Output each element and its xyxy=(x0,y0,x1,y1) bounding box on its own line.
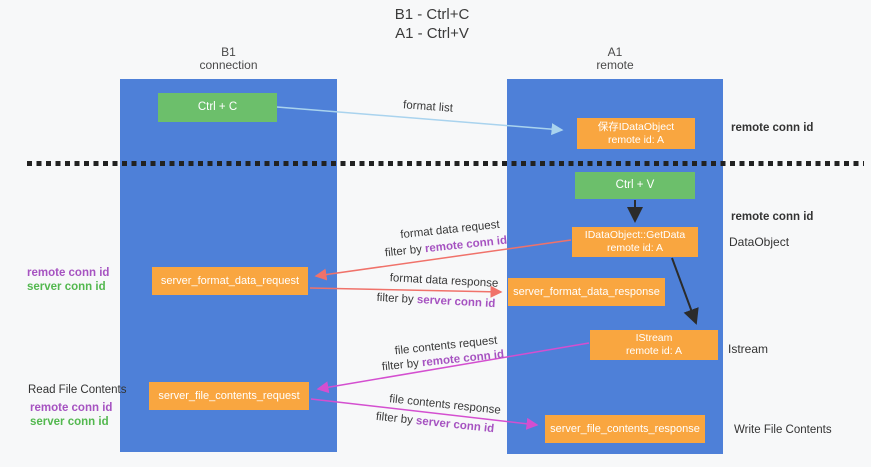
node-ctrl-v: Ctrl + V xyxy=(575,172,695,199)
label-fcres-filter-prefix: filter by xyxy=(375,410,417,427)
node-save-idataobject-line2: remote id: A xyxy=(607,133,665,146)
annotation-remote-conn-id-mid-text: remote conn id xyxy=(731,211,814,223)
node-getdata-line1: IDataObject::GetData xyxy=(584,229,686,241)
label-fdres-filter-key: server conn id xyxy=(416,294,496,311)
format-data-response-arrow xyxy=(309,285,503,298)
lane-b1-role: connection xyxy=(199,58,258,72)
node-istream-line2: remote id: A xyxy=(625,345,683,357)
annotation-write-file-contents-text: Write File Contents xyxy=(734,424,832,436)
node-istream: IStream remote id: A xyxy=(590,330,718,360)
title-line-2: A1 - Ctrl+V xyxy=(395,25,469,42)
node-idataobject-getdata: IDataObject::GetData remote id: A xyxy=(572,227,698,257)
node-save-idataobject-line1: 保存IDataObject xyxy=(597,120,675,133)
node-server-format-data-request: server_format_data_request xyxy=(152,267,308,295)
label-fdres-filter-prefix: filter by xyxy=(376,291,418,306)
node-server-format-data-response: server_format_data_response xyxy=(508,278,665,306)
label-format-list-text: format list xyxy=(402,99,454,115)
node-istream-line1: IStream xyxy=(635,332,673,344)
node-sfd-req-label: server_format_data_request xyxy=(160,274,300,287)
lane-header-b1: B1 connection xyxy=(120,46,337,72)
lane-a1-name: A1 xyxy=(607,45,623,59)
annotation-dataobject: DataObject xyxy=(729,235,789,249)
annotation-write-file-contents: Write File Contents xyxy=(734,424,832,436)
annotation-remote-conn-id-top: remote conn id xyxy=(731,122,813,134)
node-ctrl-c-label: Ctrl + C xyxy=(197,101,238,113)
annotation-left-file-ids: remote conn id server conn id xyxy=(30,402,112,429)
annotation-left-server-conn-id-file: server conn id xyxy=(30,415,109,428)
node-getdata-line2: remote id: A xyxy=(606,242,664,254)
annotation-istream: Istream xyxy=(728,342,768,356)
label-format-list: format list xyxy=(403,99,454,114)
annotation-read-file-contents-text: Read File Contents xyxy=(28,384,127,396)
node-server-file-contents-request: server_file_contents_request xyxy=(149,382,309,410)
node-ctrl-c: Ctrl + C xyxy=(158,93,277,122)
annotation-left-remote-conn-id-file: remote conn id xyxy=(30,402,113,414)
label-format-data-response: format data response xyxy=(389,272,498,290)
dashed-separator-line xyxy=(27,161,864,166)
annotation-left-format-ids: remote conn id server conn id xyxy=(27,267,109,294)
node-ctrl-v-label: Ctrl + V xyxy=(615,179,655,191)
annotation-remote-conn-id-mid: remote conn id xyxy=(731,211,813,223)
lane-a1-role: remote xyxy=(596,58,634,72)
diagram-title: B1 - Ctrl+C A1 - Ctrl+V xyxy=(332,5,532,43)
label-format-data-response-filter: filter by server conn id xyxy=(376,292,495,310)
node-server-file-contents-response: server_file_contents_response xyxy=(545,415,705,443)
node-sfd-res-label: server_format_data_response xyxy=(513,285,660,298)
label-fdr-filter-key: remote conn id xyxy=(424,234,508,256)
annotation-dataobject-text: DataObject xyxy=(729,235,790,249)
lane-header-a1: A1 remote xyxy=(507,46,723,72)
annotation-read-file-contents: Read File Contents xyxy=(28,384,126,396)
node-sfc-req-label: server_file_contents_request xyxy=(158,389,300,402)
label-fdr-filter-prefix: filter by xyxy=(384,243,426,260)
node-save-idataobject: 保存IDataObject remote id: A xyxy=(577,118,695,149)
annotation-left-server-conn-id: server conn id xyxy=(27,280,106,293)
node-sfc-res-label: server_file_contents_response xyxy=(550,422,700,435)
label-fcr-filter-prefix: filter by xyxy=(381,357,423,374)
label-fcres-filter-key: server conn id xyxy=(415,415,495,436)
annotation-remote-conn-id-top-text: remote conn id xyxy=(731,122,814,134)
annotation-istream-text: Istream xyxy=(728,342,769,356)
annotation-left-remote-conn-id: remote conn id xyxy=(27,267,110,279)
lane-b1-name: B1 xyxy=(221,45,236,59)
title-line-1: B1 - Ctrl+C xyxy=(394,6,470,23)
label-fdres-text: format data response xyxy=(389,272,499,290)
